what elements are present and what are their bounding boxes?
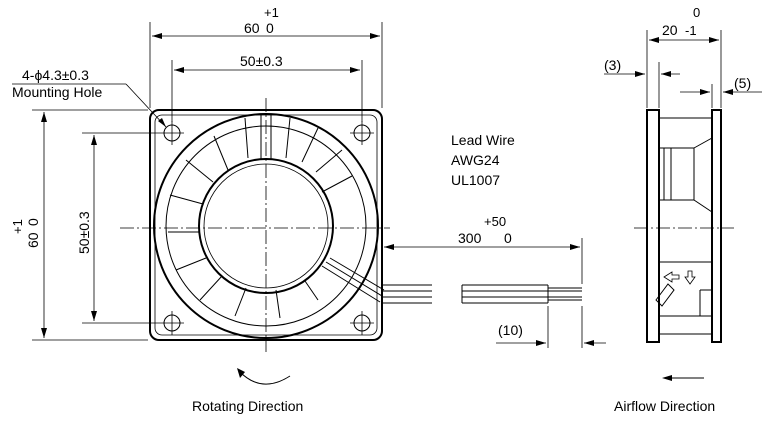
lead-wire-type: UL1007 xyxy=(451,172,500,188)
lead-wire-gauge: AWG24 xyxy=(451,152,500,168)
height-nominal: 60 xyxy=(25,232,41,248)
hole-label: Mounting Hole xyxy=(12,84,102,100)
lead-wire-title: Lead Wire xyxy=(451,132,515,148)
wire-length-tol-lower: 0 xyxy=(504,230,512,246)
airflow-symbols xyxy=(663,270,696,285)
depth-tol-upper: 0 xyxy=(693,5,700,20)
height-tol-upper: +1 xyxy=(10,219,25,234)
strip-length: (10) xyxy=(498,322,523,338)
height-tol-lower: 0 xyxy=(25,218,41,226)
width-nominal: 60 xyxy=(244,20,260,36)
flange-right-dim: (5) xyxy=(734,75,751,91)
rotation-label: Rotating Direction xyxy=(192,398,303,414)
blades xyxy=(168,117,353,319)
side-internals xyxy=(659,137,713,317)
depth-tol-lower: -1 xyxy=(685,23,697,38)
wire-length-tol-upper: +50 xyxy=(484,214,506,229)
width-tol-upper: +1 xyxy=(264,5,279,20)
lead-wire: Lead Wire AWG24 UL1007 +50 300 0 xyxy=(381,132,606,348)
hole-pitch-vertical: 50±0.3 xyxy=(76,211,92,254)
rotation-arrow xyxy=(239,371,291,385)
hole-spec: 4-ϕ4.3±0.3 xyxy=(22,67,89,83)
wire-length-nominal: 300 xyxy=(458,230,482,246)
front-dimensions: +1 60 0 50±0.3 4-ϕ4.3±0.3 Mounting Hole … xyxy=(10,5,383,414)
front-view xyxy=(120,98,390,352)
wire-exit xyxy=(321,257,385,303)
flange-left-dim: (3) xyxy=(604,57,621,73)
side-view: 0 20 -1 (3) (5) Airflow Direction xyxy=(604,5,762,414)
mounting-holes xyxy=(160,121,374,335)
housing-ring-outer xyxy=(153,113,379,339)
wire-bundle-left xyxy=(382,284,432,304)
depth-nominal: 20 xyxy=(662,22,678,38)
side-wire-exit xyxy=(655,283,675,307)
hole-pitch-horizontal: 50±0.3 xyxy=(240,53,283,69)
width-tol-lower: 0 xyxy=(266,20,274,36)
airflow-label: Airflow Direction xyxy=(614,398,715,414)
side-flange-left xyxy=(646,109,660,343)
wire-bundle-right xyxy=(461,284,582,304)
side-flange-right xyxy=(711,109,722,343)
